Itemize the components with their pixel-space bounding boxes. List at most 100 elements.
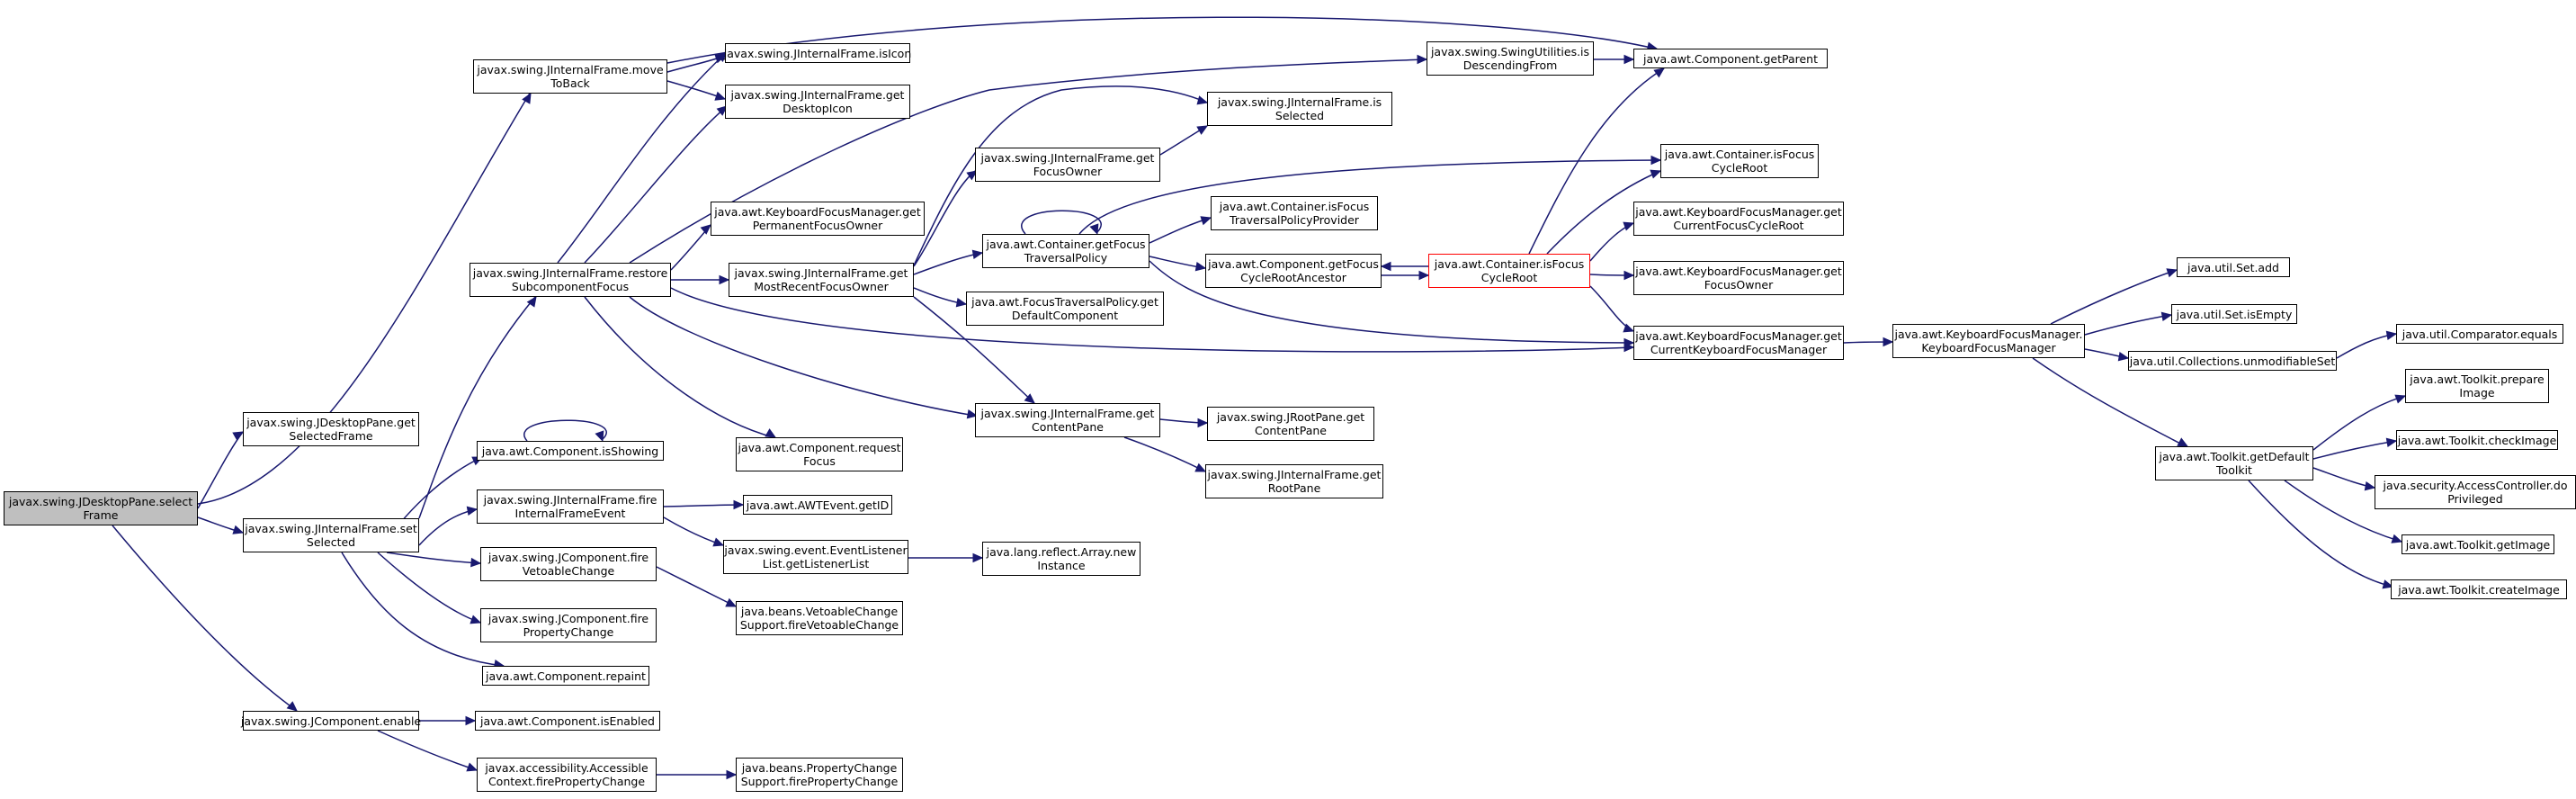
node-container-isfocustraversalpolicyprovider[interactable]: java.awt.Container.isFocus TraversalPoli… bbox=[1211, 196, 1378, 230]
node-keyboardfocusmanager-getfocusowner[interactable]: java.awt.KeyboardFocusManager.get FocusO… bbox=[1633, 261, 1844, 295]
edge-arrowhead-24 bbox=[1194, 261, 1207, 272]
edge-arrowhead-60 bbox=[1089, 223, 1099, 236]
edge-arrowhead-27 bbox=[1418, 270, 1430, 281]
node-jinternalframe-getrootpane[interactable]: javax.swing.JInternalFrame.get RootPane bbox=[1205, 464, 1383, 498]
edge-arrowhead-9 bbox=[716, 51, 728, 62]
edge-arrowhead-17 bbox=[966, 170, 978, 181]
node-propertychangesupport-firepropertychange[interactable]: java.beans.PropertyChange Support.firePr… bbox=[736, 758, 903, 792]
node-jrootpane-getcontentpane[interactable]: javax.swing.JRootPane.get ContentPane bbox=[1207, 407, 1374, 441]
node-jdesktoppane-selectframe[interactable]: javax.swing.JDesktopPane.select Frame bbox=[4, 491, 198, 525]
edge-arrowhead-34 bbox=[1883, 337, 1894, 347]
node-keyboardfocusmanager-constructor[interactable]: java.awt.KeyboardFocusManager. KeyboardF… bbox=[1892, 324, 2085, 358]
node-jinternalframe-getcontentpane[interactable]: javax.swing.JInternalFrame.get ContentPa… bbox=[975, 403, 1160, 437]
node-toolkit-createimage[interactable]: java.awt.Toolkit.createImage bbox=[2391, 579, 2567, 599]
node-container-isfocuscycleroot[interactable]: java.awt.Container.isFocus CycleRoot bbox=[1660, 144, 1819, 178]
node-jinternalframe-getdesktopicon[interactable]: javax.swing.JInternalFrame.get DesktopIc… bbox=[725, 85, 910, 119]
edge-arrowhead-57 bbox=[466, 762, 479, 772]
node-swingutilities-isdescendingfrom[interactable]: javax.swing.SwingUtilities.is Descending… bbox=[1427, 41, 1594, 76]
node-component-requestfocus[interactable]: java.awt.Component.request Focus bbox=[736, 437, 903, 471]
node-component-getparent[interactable]: java.awt.Component.getParent bbox=[1633, 49, 1828, 68]
edge-arrowhead-16 bbox=[765, 428, 777, 438]
edge-arrowhead-49 bbox=[972, 552, 984, 563]
node-jinternalframe-isicon[interactable]: javax.swing.JInternalFrame.isIcon bbox=[724, 43, 911, 63]
edge-40 bbox=[2312, 395, 2406, 451]
node-jinternalframe-fireinternalframeevent[interactable]: javax.swing.JInternalFrame.fire Internal… bbox=[477, 489, 664, 524]
node-collections-unmodifiableset[interactable]: java.util.Collections.unmodifiableSet bbox=[2128, 351, 2337, 371]
edge-arrowhead-58 bbox=[726, 769, 738, 780]
node-jcomponent-firepropertychange[interactable]: javax.swing.JComponent.fire PropertyChan… bbox=[480, 608, 657, 642]
node-container-getfocustraversalpolicy[interactable]: java.awt.Container.getFocus TraversalPol… bbox=[982, 234, 1149, 268]
edge-arrowhead-35 bbox=[2166, 268, 2178, 278]
node-jinternalframe-movetoback[interactable]: javax.swing.JInternalFrame.move ToBack bbox=[473, 59, 667, 94]
edge-53 bbox=[386, 552, 481, 564]
edge-arrowhead-23 bbox=[1200, 216, 1212, 226]
edge-arrowhead-31 bbox=[1623, 221, 1635, 231]
node-toolkit-checkimage[interactable]: java.awt.Toolkit.checkImage bbox=[2396, 430, 2558, 450]
node-toolkit-getimage[interactable]: java.awt.Toolkit.getImage bbox=[2402, 534, 2554, 554]
node-jdesktoppane-getselectedframe[interactable]: javax.swing.JDesktopPane.get SelectedFra… bbox=[243, 412, 419, 446]
node-comparator-equals[interactable]: java.util.Comparator.equals bbox=[2396, 324, 2563, 344]
edge-9 bbox=[557, 53, 726, 264]
node-jcomponent-firevetoablechange[interactable]: javax.swing.JComponent.fire VetoableChan… bbox=[480, 547, 657, 581]
node-jinternalframe-getfocusowner[interactable]: javax.swing.JInternalFrame.get FocusOwne… bbox=[975, 148, 1160, 182]
edge-arrowhead-25 bbox=[1650, 155, 1662, 166]
edge-6 bbox=[666, 16, 1656, 64]
node-vetoablechangesupport-firevetoablechange[interactable]: java.beans.VetoableChange Support.fireVe… bbox=[736, 601, 903, 635]
node-set-add[interactable]: java.util.Set.add bbox=[2177, 257, 2290, 277]
node-array-newinstance[interactable]: java.lang.reflect.Array.new Instance bbox=[982, 542, 1140, 576]
node-component-getfocuscyclerootancestor[interactable]: java.awt.Component.getFocus CycleRootAnc… bbox=[1205, 254, 1382, 288]
edge-arrowhead-2 bbox=[232, 525, 245, 534]
edge-35 bbox=[2050, 269, 2178, 325]
edge-arrowhead-42 bbox=[2364, 480, 2376, 491]
node-component-isenabled[interactable]: java.awt.Component.isEnabled bbox=[475, 711, 660, 731]
edge-arrowhead-3 bbox=[286, 701, 298, 712]
node-jinternalframe-restoresubcomponentfocus[interactable]: javax.swing.JInternalFrame.restore Subco… bbox=[470, 263, 671, 297]
edge-arrowhead-48 bbox=[712, 537, 725, 547]
node-keyboardfocusmanager-getcurrentkeyboardfocusmanager[interactable]: java.awt.KeyboardFocusManager.get Curren… bbox=[1633, 326, 1844, 360]
node-focustraversalpolicy-getdefaultcomponent[interactable]: java.awt.FocusTraversalPolicy.get Defaul… bbox=[966, 292, 1164, 326]
node-component-repaint[interactable]: java.awt.Component.repaint bbox=[482, 666, 649, 686]
node-container-isfocuscycleroot-highlighted[interactable]: java.awt.Container.isFocus CycleRoot bbox=[1428, 254, 1590, 288]
node-accessiblecontext-firepropertychange[interactable]: javax.accessibility.Accessible Context.f… bbox=[477, 758, 657, 792]
edge-39 bbox=[2032, 357, 2187, 447]
node-jcomponent-enable[interactable]: javax.swing.JComponent.enable bbox=[241, 711, 421, 731]
node-awtevent-getid[interactable]: java.awt.AWTEvent.getID bbox=[743, 495, 892, 515]
edge-arrowhead-15 bbox=[966, 408, 979, 419]
edge-arrowhead-8 bbox=[526, 296, 537, 308]
edge-arrowhead-13 bbox=[719, 274, 730, 285]
edge-29 bbox=[1528, 67, 1665, 255]
node-jinternalframe-setselected[interactable]: javax.swing.JInternalFrame.set Selected bbox=[243, 518, 419, 552]
edge-10 bbox=[584, 107, 726, 264]
edge-16 bbox=[584, 296, 774, 438]
edge-arrowhead-47 bbox=[733, 499, 745, 510]
edge-arrowhead-53 bbox=[470, 557, 482, 568]
node-toolkit-prepareimage[interactable]: java.awt.Toolkit.prepare Image bbox=[2405, 369, 2549, 403]
node-accesscontroller-doprivileged[interactable]: java.security.AccessController.do Privil… bbox=[2375, 475, 2576, 509]
edge-1 bbox=[197, 431, 244, 509]
node-eventlistenerlist-getlistenerlist[interactable]: javax.swing.event.EventListener List.get… bbox=[723, 540, 908, 574]
node-component-isshowing[interactable]: java.awt.Component.isShowing bbox=[477, 441, 664, 461]
edge-arrowhead-36 bbox=[2160, 311, 2173, 322]
node-keyboardfocusmanager-getcurrentfocuscycleroot[interactable]: java.awt.KeyboardFocusManager.get Curren… bbox=[1633, 202, 1844, 236]
edge-arrowhead-39 bbox=[2177, 437, 2189, 447]
edge-arrowhead-20 bbox=[1024, 393, 1035, 404]
edge-arrowhead-33 bbox=[1623, 323, 1635, 333]
edge-arrowhead-54 bbox=[470, 615, 482, 624]
edge-arrowhead-28 bbox=[1380, 261, 1391, 272]
node-jinternalframe-getmostrecentfocusowner[interactable]: javax.swing.JInternalFrame.get MostRecen… bbox=[729, 263, 914, 297]
edge-14 bbox=[670, 287, 1634, 353]
node-keyboardfocusmanager-getpermanentfocusowner[interactable]: java.awt.KeyboardFocusManager.get Perman… bbox=[711, 202, 925, 236]
edge-arrowhead-41 bbox=[2385, 437, 2398, 448]
edge-60 bbox=[1021, 210, 1102, 235]
node-jinternalframe-isselected[interactable]: javax.swing.JInternalFrame.is Selected bbox=[1207, 92, 1392, 126]
edge-arrowhead-26 bbox=[1623, 337, 1635, 348]
edge-18 bbox=[913, 252, 983, 275]
edge-21 bbox=[913, 85, 1208, 266]
edge-55 bbox=[341, 552, 505, 667]
edge-43 bbox=[2284, 480, 2402, 543]
edge-25 bbox=[1078, 159, 1661, 235]
node-set-isempty[interactable]: java.util.Set.isEmpty bbox=[2171, 304, 2297, 324]
edge-arrowhead-44 bbox=[2382, 579, 2394, 589]
node-toolkit-getdefaulttoolkit[interactable]: java.awt.Toolkit.getDefault Toolkit bbox=[2155, 446, 2313, 480]
